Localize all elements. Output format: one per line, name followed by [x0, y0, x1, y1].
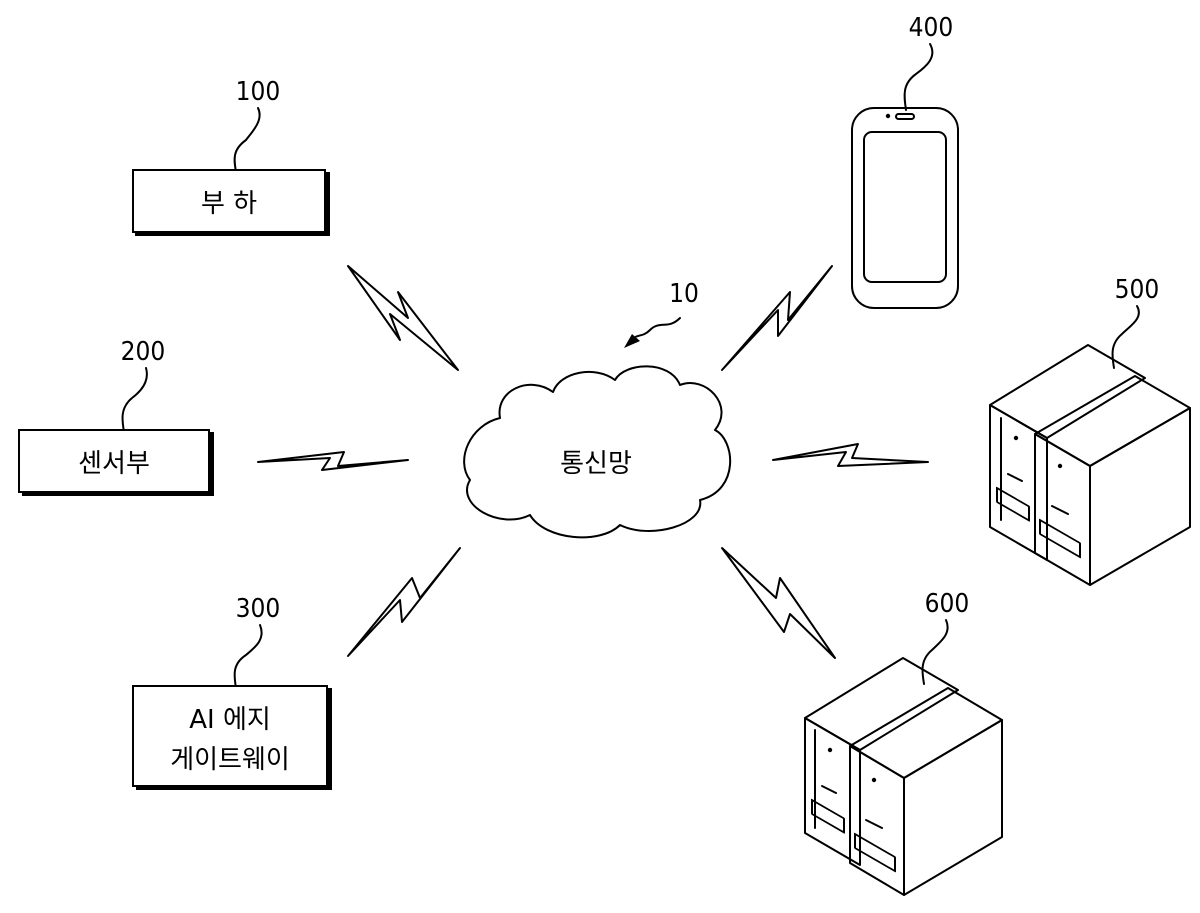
gateway-ref: 300	[236, 594, 281, 624]
network-ref-pointer: 10	[624, 279, 699, 348]
gateway-leader	[235, 625, 262, 688]
server-a-ref: 500	[1115, 275, 1160, 305]
link-sensor	[258, 452, 408, 470]
terminal-ref: 400	[909, 13, 954, 43]
network-label: 통신망	[560, 449, 632, 479]
sensor-node: 200 센서부	[19, 337, 212, 494]
network-cloud: 통신망	[464, 366, 730, 537]
network-ref: 10	[669, 279, 699, 309]
link-gateway	[348, 548, 460, 656]
link-server-b	[722, 548, 835, 658]
terminal-node: 400	[852, 13, 958, 308]
smartphone-icon	[852, 108, 958, 308]
gateway-node: 300 AI 에지 게이트웨이	[133, 594, 330, 788]
gateway-label-line2: 게이트웨이	[170, 745, 290, 775]
sensor-leader	[122, 368, 146, 432]
server-b-ref: 600	[925, 589, 970, 619]
link-server-a	[773, 444, 928, 466]
server-tower-icon	[805, 658, 1002, 895]
link-terminal	[722, 266, 832, 370]
server-tower-icon	[990, 345, 1190, 585]
terminal-leader	[905, 44, 933, 110]
load-leader	[235, 108, 260, 172]
sensor-ref: 200	[121, 337, 166, 367]
gateway-label-line1: AI 에지	[189, 705, 271, 735]
load-node: 100 부 하	[133, 77, 328, 234]
sensor-label: 센서부	[78, 449, 150, 479]
load-ref: 100	[236, 77, 281, 107]
link-load	[348, 266, 458, 370]
server-b-node: 600	[805, 589, 1002, 895]
server-a-node: 500	[990, 275, 1190, 585]
load-label: 부 하	[201, 189, 257, 219]
server-a-leader	[1112, 306, 1138, 368]
server-b-leader	[922, 620, 947, 684]
